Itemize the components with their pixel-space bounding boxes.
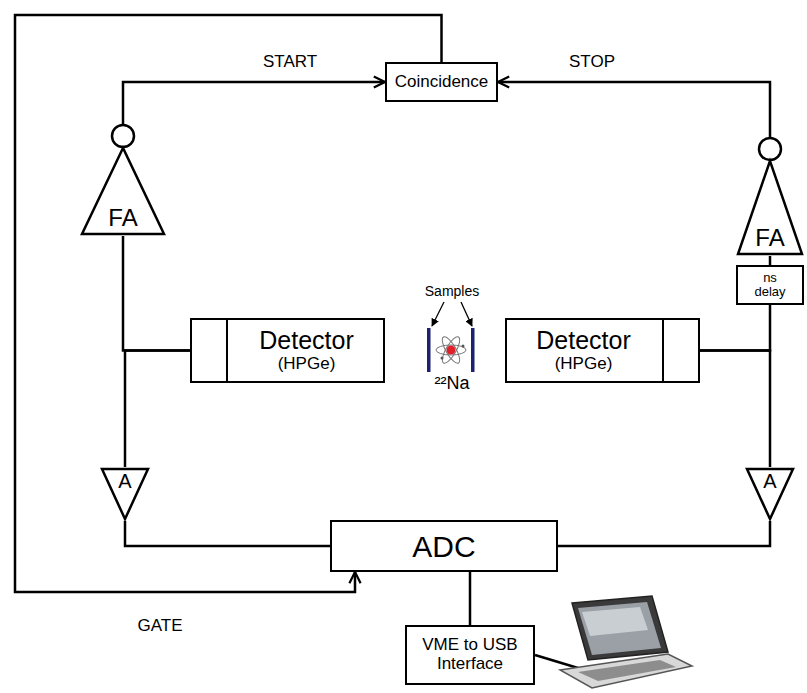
text-group: Coincidence bbox=[395, 73, 489, 92]
triangle-outline bbox=[747, 469, 793, 519]
text-group: VME to USB Interface bbox=[414, 636, 526, 673]
electron bbox=[441, 357, 444, 360]
leader-arrow bbox=[432, 302, 444, 326]
sample-plate bbox=[471, 328, 475, 372]
detector-box: Detector(HPGe) bbox=[505, 318, 700, 383]
text-group: FA bbox=[736, 225, 804, 251]
orbit bbox=[439, 335, 463, 366]
delay-box: ns delay bbox=[736, 265, 804, 305]
text-group: FA bbox=[80, 205, 166, 231]
triangle-outline bbox=[82, 148, 164, 234]
inverter-bubble bbox=[759, 138, 781, 160]
laptop-base bbox=[560, 654, 692, 688]
node-text: FA bbox=[755, 225, 784, 251]
signal-wire bbox=[15, 15, 442, 592]
laptop-screen-glare bbox=[582, 607, 648, 636]
text-group: A bbox=[745, 470, 795, 492]
signal-label: START bbox=[260, 53, 320, 72]
text-group: Detector(HPGe) bbox=[536, 327, 630, 373]
detector-end-cap bbox=[226, 320, 228, 381]
node-text: Detector bbox=[259, 327, 353, 355]
detector-end-cap bbox=[662, 320, 664, 381]
signal-wire bbox=[469, 572, 472, 625]
laptop-keyboard bbox=[578, 660, 676, 681]
orbit bbox=[436, 345, 466, 355]
node-text: ADC bbox=[412, 530, 475, 563]
signal-wire bbox=[123, 236, 190, 351]
electron bbox=[462, 345, 465, 348]
signal-wire bbox=[700, 351, 770, 468]
adc-box: ADC bbox=[330, 520, 558, 572]
signal-wire bbox=[700, 305, 770, 351]
text-group: ADC bbox=[412, 530, 475, 563]
isotope-label: ²²Na bbox=[432, 374, 473, 394]
coincidence-box: Coincidence bbox=[385, 62, 498, 102]
node-text: Coincidence bbox=[395, 73, 489, 92]
triangle-outline bbox=[102, 469, 148, 519]
inverter-bubble bbox=[112, 125, 134, 147]
laptop-illustration bbox=[560, 596, 692, 688]
text-group: A bbox=[100, 470, 150, 492]
samples-label: Samples bbox=[422, 284, 482, 299]
usb-cable bbox=[535, 655, 578, 668]
amplifier: A bbox=[745, 467, 795, 521]
detector-box: Detector(HPGe) bbox=[190, 318, 385, 383]
node-text: VME to USB Interface bbox=[414, 636, 526, 673]
signal-wire bbox=[558, 521, 770, 546]
node-text: Detector bbox=[536, 327, 630, 355]
node-text: A bbox=[118, 470, 131, 492]
signal-wire bbox=[769, 256, 772, 265]
text-group: ns delay bbox=[749, 271, 791, 300]
laptop-screen bbox=[578, 602, 661, 655]
text-group: Detector(HPGe) bbox=[259, 327, 353, 373]
triangle-outline bbox=[738, 161, 802, 254]
leader-arrow bbox=[461, 302, 472, 326]
node-text: (HPGe) bbox=[555, 355, 613, 374]
signal-wire bbox=[123, 82, 385, 124]
signal-wire bbox=[125, 521, 330, 546]
orbit bbox=[439, 335, 463, 366]
node-text: ns delay bbox=[749, 271, 791, 300]
nucleus bbox=[447, 346, 456, 355]
atom-symbol bbox=[436, 335, 466, 366]
amplifier: A bbox=[100, 467, 150, 521]
interface-box: VME to USB Interface bbox=[405, 625, 535, 685]
signal-wire bbox=[125, 351, 190, 468]
fast-amplifier: FA bbox=[736, 137, 804, 256]
node-text: A bbox=[763, 470, 776, 492]
sample-plate bbox=[427, 328, 431, 372]
node-text: (HPGe) bbox=[278, 355, 336, 374]
fast-amplifier: FA bbox=[80, 124, 166, 236]
signal-wire bbox=[498, 82, 770, 137]
signal-label: STOP bbox=[566, 53, 618, 72]
laptop-screen-frame bbox=[572, 596, 668, 660]
node-text: FA bbox=[108, 205, 137, 231]
signal-label: GATE bbox=[134, 617, 185, 636]
